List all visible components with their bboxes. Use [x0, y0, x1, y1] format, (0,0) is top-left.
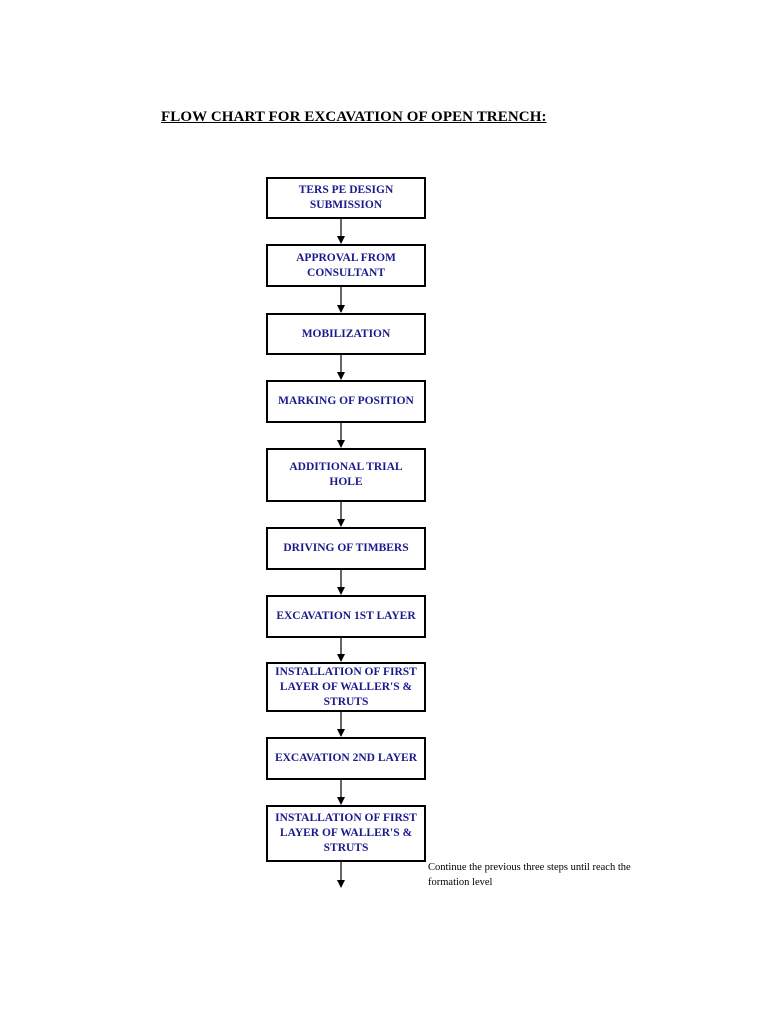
- flow-step-label: TERS PE DESIGN SUBMISSION: [298, 184, 394, 211]
- flow-step-label: MOBILIZATION: [301, 327, 391, 340]
- flow-step-3: MOBILIZATION: [266, 313, 426, 355]
- flow-step-7: EXCAVATION 1ST LAYER: [266, 595, 426, 638]
- flow-step-8: INSTALLATION OF FIRST LAYER OF WALLER'S …: [266, 662, 426, 712]
- flow-step-10: INSTALLATION OF FIRST LAYER OF WALLER'S …: [266, 805, 426, 862]
- flow-step-4: MARKING OF POSITION: [266, 380, 426, 423]
- flow-step-label: INSTALLATION OF FIRST LAYER OF WALLER'S …: [275, 812, 417, 854]
- page-title: FLOW CHART FOR EXCAVATION OF OPEN TRENCH…: [161, 109, 547, 125]
- flow-step-label: APPROVAL FROM CONSULTANT: [296, 251, 396, 279]
- flow-step-5: ADDITIONAL TRIAL HOLE: [266, 448, 426, 502]
- flow-step-label: ADDITIONAL TRIAL HOLE: [289, 461, 403, 488]
- flow-step-label: INSTALLATION OF FIRST LAYER OF WALLER'S …: [275, 665, 417, 708]
- flow-step-1: TERS PE DESIGN SUBMISSION: [266, 177, 426, 219]
- flow-step-label: EXCAVATION 1ST LAYER: [276, 610, 416, 622]
- flow-step-label: EXCAVATION 2ND LAYER: [274, 752, 418, 764]
- flow-step-6: DRIVING OF TIMBERS: [266, 527, 426, 570]
- flow-step-label: MARKING OF POSITION: [278, 395, 414, 407]
- flow-step-label: DRIVING OF TIMBERS: [283, 542, 409, 554]
- flow-step-9: EXCAVATION 2ND LAYER: [266, 737, 426, 780]
- continuation-note: Continue the previous three steps until …: [428, 862, 631, 888]
- flow-step-2: APPROVAL FROM CONSULTANT: [266, 244, 426, 287]
